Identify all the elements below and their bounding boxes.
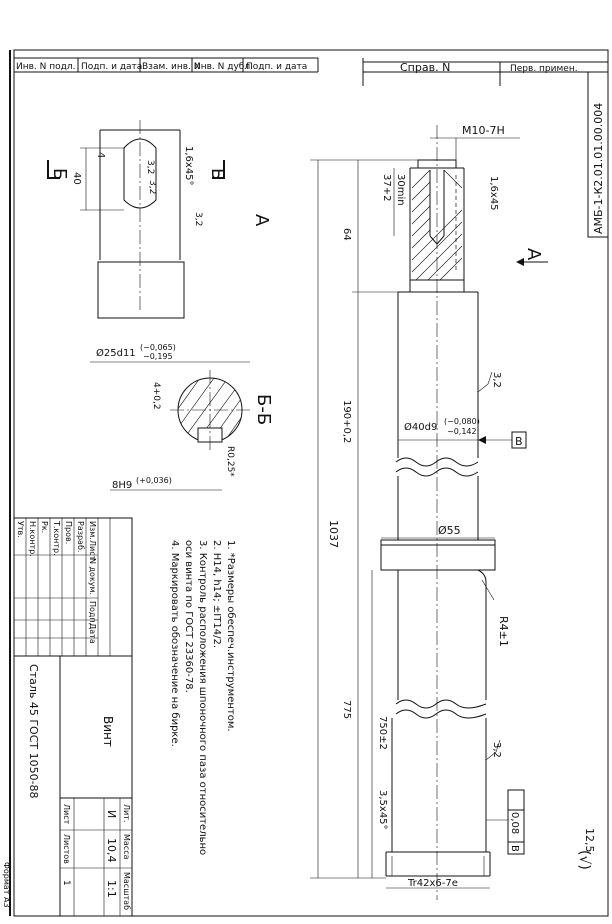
header-perv-primen: Перв. примен.: [510, 64, 578, 74]
dim-r4: R4±1: [497, 616, 510, 647]
tb-col-podp: Подп.: [88, 601, 97, 625]
tb-razrab: Разраб.: [76, 521, 85, 552]
dim-775: 775: [341, 700, 352, 719]
dim-190: 190+0,2: [341, 400, 352, 443]
section-dim-4: 4+0,2: [151, 382, 161, 410]
title-block: Изм. Лист N докум. Подп. Дата Разраб. Пр…: [13, 517, 133, 917]
tb-massa-val: 10,4: [105, 838, 118, 863]
dim-m10: М10-7Н: [462, 124, 505, 137]
format-label: Формат А3: [2, 862, 11, 908]
section-bb: Ø25d11 (−0,065) −0,195 4+0,2 R0,25* 8H9 …: [90, 343, 274, 491]
tb-col-ndoc: N докум.: [88, 558, 97, 595]
tb-utv: Утв.: [16, 521, 25, 538]
view-a-rough-3: 3,2: [193, 212, 203, 226]
sheet-frame: [13, 49, 609, 917]
tb-list: Лист: [62, 804, 71, 825]
tb-part-name: Винт: [101, 716, 115, 747]
tb-massa: Масса: [122, 834, 131, 860]
runout-frame: [507, 789, 525, 855]
view-a-rough-1: 3,2: [145, 160, 155, 174]
view-a-dim-chamfer: 1,6x45°: [183, 146, 194, 186]
tb-rk: Рк.: [40, 521, 49, 533]
runout-base: B: [509, 845, 520, 852]
header-strip: Инв. N подл. Подп. и дата Взам. инв. N И…: [14, 57, 608, 86]
tb-listov: Листов: [62, 834, 71, 864]
dim-d55: Ø55: [438, 524, 461, 537]
section-d25-dn: −0,195: [143, 352, 173, 361]
drawing-designation: АМБ-1-К2.01.01.00.004: [592, 103, 605, 234]
note-2: 2. H14, h14; ±IT14/2.: [211, 540, 222, 648]
section-r025: R0,25*: [225, 446, 235, 477]
tb-col-list: Лист: [88, 540, 97, 561]
tb-nkontr: Н.контр.: [28, 521, 37, 557]
view-a-dim-40: 40: [71, 172, 82, 185]
tb-material: Сталь 45 ГОСТ 1050-88: [27, 664, 40, 799]
header-inv-dubl: Инв. N дубл.: [194, 62, 253, 72]
dim-d40-dn: −0,142: [447, 427, 477, 436]
tb-tkontr: Т.контр.: [52, 520, 61, 556]
dim-chamfer-top: 1,6x45: [488, 176, 499, 211]
designation-box: [587, 71, 609, 238]
dim-750: 750±2: [377, 716, 388, 750]
dim-total-length: 1037: [327, 520, 340, 548]
dim-thread: Tr42x6-7e: [407, 878, 458, 889]
tb-prov: Пров.: [64, 521, 73, 544]
header-vzam-inv: Взам. инв. N: [142, 62, 200, 72]
base-b-label: B: [515, 435, 523, 448]
tb-lit: Лит.: [122, 804, 131, 822]
tb-masshtab-val: 1:1: [105, 880, 118, 898]
shaft-main-view: [380, 125, 496, 900]
dim-d40-up: (−0,080): [444, 417, 480, 426]
dim-d40: Ø40d9: [404, 421, 437, 433]
tb-lit-val: И: [105, 810, 118, 818]
view-a-detail: 40 4 1,6x45° 3,2 3,2 3,2 А Б Б: [47, 120, 272, 319]
dim-chamfer-bottom: 3,5x45°: [377, 790, 388, 830]
note-4: 4. Маркировать обозначение на бирке.: [169, 540, 180, 747]
dim-37: 37+2: [381, 174, 392, 201]
header-podp-data-1: Подп. и дата: [81, 62, 142, 72]
shaft-dimensions: 1037 64 190+0,2 37+2 30min М10-7Н 1,6x45…: [310, 124, 548, 889]
base-b-box: [511, 431, 527, 449]
roughness-general: 12,5: [583, 828, 596, 853]
dim-30min: 30min: [395, 174, 406, 206]
tb-listov-val: 1: [61, 880, 71, 886]
view-a-title: А: [251, 214, 272, 227]
section-8h9: 8H9: [112, 480, 132, 491]
section-bb-title: Б-Б: [253, 394, 274, 425]
section-d25: Ø25d11: [96, 347, 136, 359]
tb-col-data: Дата: [88, 623, 97, 644]
view-a-dim-4: 4: [95, 152, 106, 158]
header-podp-data-2: Подп. и дата: [246, 62, 307, 72]
note-1: 1. *Размеры обеспеч.инструментом.: [225, 540, 236, 732]
roughness-shaft-upper: 3,2: [491, 372, 502, 388]
runout-value: 0,08: [509, 812, 520, 834]
roughness-general-paren: (√): [576, 850, 592, 870]
tb-masshtab: Масштаб: [122, 872, 131, 910]
header-inv-podl: Инв. N подл.: [16, 62, 75, 72]
note-3b: оси винта по ГОСТ 23360-78.: [183, 540, 194, 693]
header-sprav: Справ. N: [400, 61, 450, 74]
view-a-arrow-label: А: [523, 248, 544, 261]
technical-notes: 1. *Размеры обеспеч.инструментом. 2. H14…: [169, 540, 236, 855]
dim-64: 64: [341, 228, 352, 241]
section-d25-up: (−0,065): [140, 343, 176, 352]
section-8h9-tol: (+0,036): [136, 476, 172, 485]
tb-col-izm: Изм.: [88, 521, 97, 540]
note-3: 3. Контроль расположения шпоночного паза…: [197, 540, 208, 855]
view-a-rough-2: 3,2: [147, 180, 157, 194]
